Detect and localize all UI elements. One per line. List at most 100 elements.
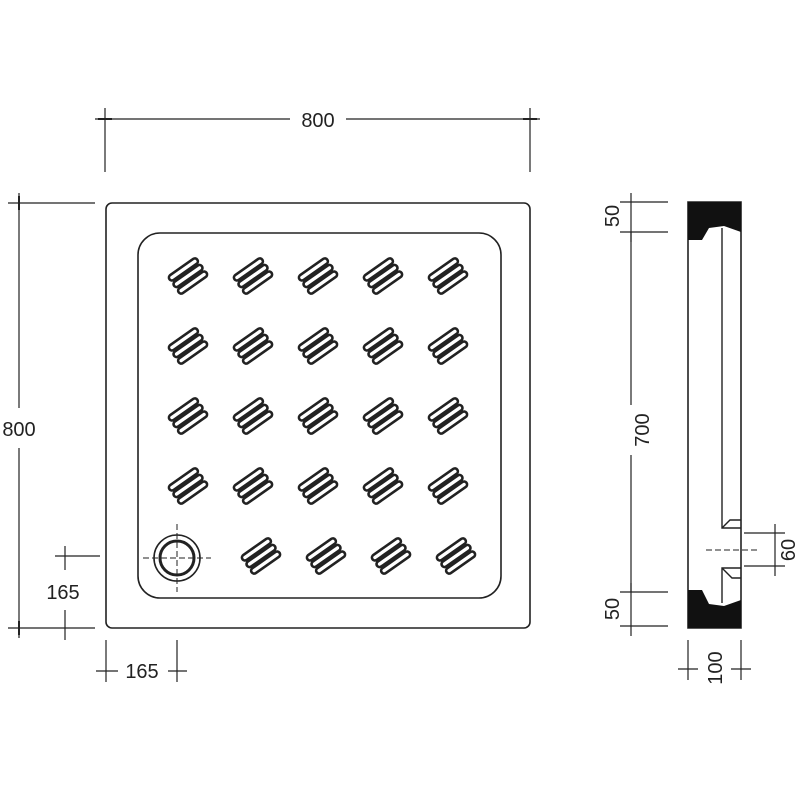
grip-stripe <box>379 550 412 575</box>
dimension-bottom-rim <box>620 583 668 636</box>
dimension-drain-offset-x <box>96 640 187 682</box>
grip-stripe <box>362 467 395 492</box>
grip-stripe <box>427 257 460 282</box>
grip-stripe <box>362 327 395 352</box>
grip-stripe <box>436 410 469 435</box>
grip-stripe <box>240 537 273 562</box>
grip-stripe <box>371 270 404 295</box>
dimension-height <box>8 193 95 638</box>
grip-stripe <box>427 467 460 492</box>
grip-cluster <box>362 257 404 295</box>
dimension-width-label: 800 <box>301 110 334 132</box>
grip-stripe <box>176 410 209 435</box>
section-outline <box>687 201 742 629</box>
grip-stripe <box>172 263 204 289</box>
dimension-drain-offset-y-label: 165 <box>46 582 79 604</box>
grip-stripe <box>306 340 339 365</box>
grip-stripe <box>371 340 404 365</box>
grip-stripe <box>432 403 464 429</box>
section-inner-wall <box>721 228 741 603</box>
grip-cluster <box>232 397 274 435</box>
grip-cluster <box>167 467 209 505</box>
section-bottom-rim <box>688 590 741 628</box>
grip-cluster <box>232 327 274 365</box>
grip-stripe <box>306 410 339 435</box>
grip-stripe <box>172 473 204 499</box>
tray-basin-edge <box>137 232 502 599</box>
grip-stripe <box>176 270 209 295</box>
grip-stripe <box>427 327 460 352</box>
grip-stripe <box>305 537 338 562</box>
grip-stripe <box>176 340 209 365</box>
grip-cluster <box>297 397 339 435</box>
grip-stripe <box>314 550 347 575</box>
grip-stripe <box>302 473 334 499</box>
grip-cluster <box>362 397 404 435</box>
grip-cluster <box>362 327 404 365</box>
dimension-height-label: 800 <box>2 419 35 441</box>
grip-stripe <box>176 480 209 505</box>
grip-stripe <box>370 537 403 562</box>
grip-stripe <box>367 403 399 429</box>
grip-stripe <box>172 333 204 359</box>
tray-outer-edge <box>105 202 531 629</box>
grip-cluster <box>362 467 404 505</box>
grip-stripe <box>172 403 204 429</box>
grip-cluster <box>232 467 274 505</box>
dimension-depth <box>678 640 751 680</box>
grip-stripe <box>167 327 200 352</box>
grip-stripe <box>444 550 477 575</box>
grip-cluster <box>427 327 469 365</box>
grip-stripe <box>432 333 464 359</box>
grip-stripe <box>297 467 330 492</box>
grip-stripe <box>306 480 339 505</box>
drain-outlet-icon <box>143 524 211 592</box>
dimension-drain-height-label: 60 <box>778 539 800 561</box>
grip-stripe <box>241 270 274 295</box>
dimension-bottom-rim-label: 50 <box>602 598 624 620</box>
grip-stripe <box>241 340 274 365</box>
grip-cluster <box>427 467 469 505</box>
dimension-top-rim <box>620 193 668 242</box>
grip-stripe <box>237 263 269 289</box>
grip-stripe <box>167 257 200 282</box>
dimension-width <box>95 108 540 172</box>
side-section-view <box>687 201 760 629</box>
grip-stripe <box>249 550 282 575</box>
plan-view <box>105 202 531 629</box>
grip-stripe <box>237 403 269 429</box>
grip-stripe <box>245 543 277 569</box>
grip-cluster <box>435 537 477 575</box>
grip-stripe <box>241 480 274 505</box>
grip-cluster <box>370 537 412 575</box>
grip-stripe <box>436 270 469 295</box>
grip-stripe <box>297 257 330 282</box>
grip-cluster <box>167 327 209 365</box>
dimension-drain-height <box>744 524 785 576</box>
grip-stripe <box>167 397 200 422</box>
grip-cluster <box>297 467 339 505</box>
grip-stripe <box>297 397 330 422</box>
dimension-drain-offset-y <box>55 546 100 640</box>
grip-stripe <box>427 397 460 422</box>
grip-stripe <box>297 327 330 352</box>
dimension-depth-label: 100 <box>705 651 727 684</box>
grip-cluster <box>427 257 469 295</box>
dimension-drain-offset-x-label: 165 <box>125 661 158 683</box>
grip-stripe <box>432 263 464 289</box>
grip-stripe <box>435 537 468 562</box>
grip-cluster <box>240 537 282 575</box>
grip-stripe <box>167 467 200 492</box>
grip-cluster <box>297 327 339 365</box>
grip-stripe <box>302 263 334 289</box>
section-drain-recess <box>721 519 741 579</box>
anti-slip-grip-pattern <box>167 257 477 575</box>
grip-stripe <box>302 403 334 429</box>
grip-stripe <box>310 543 342 569</box>
grip-stripe <box>232 467 265 492</box>
grip-stripe <box>375 543 407 569</box>
grip-cluster <box>427 397 469 435</box>
grip-stripe <box>436 340 469 365</box>
grip-stripe <box>371 480 404 505</box>
